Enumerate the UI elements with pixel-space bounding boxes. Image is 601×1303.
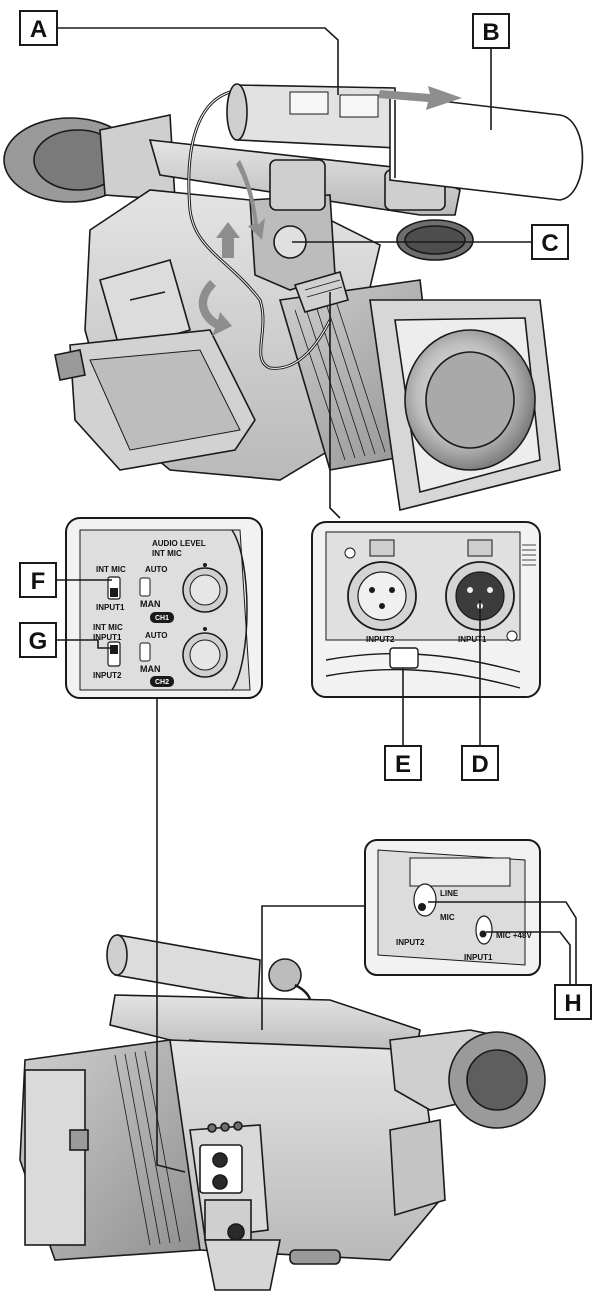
leader-panel-audio (156, 698, 186, 1173)
callout-G: G (19, 622, 57, 658)
leader-panel-inputs (329, 292, 341, 519)
callout-B: B (472, 13, 510, 49)
callout-H-label: H (564, 990, 581, 1017)
ch2-selector-top-label: INT MIC (93, 623, 123, 632)
ch1-man-label: MAN (140, 599, 161, 609)
top-camcorder (3, 83, 584, 511)
ch2-man-label: MAN (140, 664, 161, 674)
ch1-badge-label: CH1 (155, 615, 169, 622)
callout-C: C (531, 224, 569, 260)
ch1-auto-man-switch[interactable] (139, 577, 151, 597)
input2-mode-switch[interactable] (413, 883, 437, 917)
clamp-arrow-down (236, 160, 265, 240)
ch1-selector-bottom-label: INPUT1 (96, 603, 125, 612)
leader-H-2 (486, 931, 571, 985)
switch-mic-label: MIC (440, 913, 455, 922)
switch-input2-label: INPUT2 (396, 938, 425, 947)
ch1-input-switch-knob (110, 588, 118, 597)
callout-F-label: F (31, 568, 46, 595)
switch-mic48-label: MIC +48V (496, 931, 532, 940)
input1-mode-switch[interactable] (475, 915, 493, 945)
mic-windscreen (389, 94, 584, 201)
switch-input1-label: INPUT1 (464, 953, 493, 962)
ch2-selector-bottom-label: INPUT2 (93, 671, 122, 680)
attach-arrow (378, 86, 462, 110)
callout-D-label: D (471, 751, 488, 778)
callout-F: F (19, 562, 57, 598)
callout-B-label: B (482, 19, 499, 46)
callout-E: E (384, 745, 422, 781)
leader-G (56, 639, 112, 649)
ch1-selector-top-label: INT MIC (96, 565, 126, 574)
switch-line-label: LINE (440, 889, 459, 898)
panel-inputs: INPUT2 INPUT1 (311, 521, 541, 698)
ch2-input-switch-knob (110, 645, 118, 654)
cable-clamp[interactable] (389, 647, 419, 669)
ch2-badge-label: CH2 (155, 679, 169, 686)
audio-level-subheader: INT MIC (152, 549, 182, 558)
callout-A-label: A (30, 16, 47, 43)
leader-A (57, 27, 339, 95)
ch2-auto-label: AUTO (145, 631, 168, 640)
bottom-camcorder (19, 934, 546, 1291)
audio-level-header: AUDIO LEVEL (152, 539, 206, 548)
callout-D: D (461, 745, 499, 781)
ch2-auto-man-switch[interactable] (139, 642, 151, 662)
input1-label: INPUT1 (458, 635, 487, 644)
leader-H-1 (428, 901, 577, 985)
callout-A: A (19, 10, 58, 46)
ch2-selector-mid-label: INPUT1 (93, 633, 122, 642)
callout-G-label: G (29, 628, 48, 655)
panel-audio-level: AUDIO LEVEL INT MIC INT MIC INPUT1 AUTO … (65, 517, 263, 699)
ch2-badge (150, 676, 174, 687)
clamp-arrow-curve (198, 280, 232, 336)
leader-panel-switches (261, 905, 365, 1030)
callout-H: H (554, 984, 592, 1020)
callout-boxes: A B C D E F G H (19, 10, 592, 1020)
panel-switches: LINE MIC INPUT2 MIC +48V INPUT1 (364, 839, 541, 976)
callout-E-label: E (395, 751, 411, 778)
clamp-arrow-up (216, 222, 240, 258)
ch1-badge (150, 612, 174, 623)
callout-C-label: C (541, 230, 558, 257)
leader-lines (56, 27, 577, 1173)
ch1-auto-label: AUTO (145, 565, 168, 574)
input2-label: INPUT2 (366, 635, 395, 644)
